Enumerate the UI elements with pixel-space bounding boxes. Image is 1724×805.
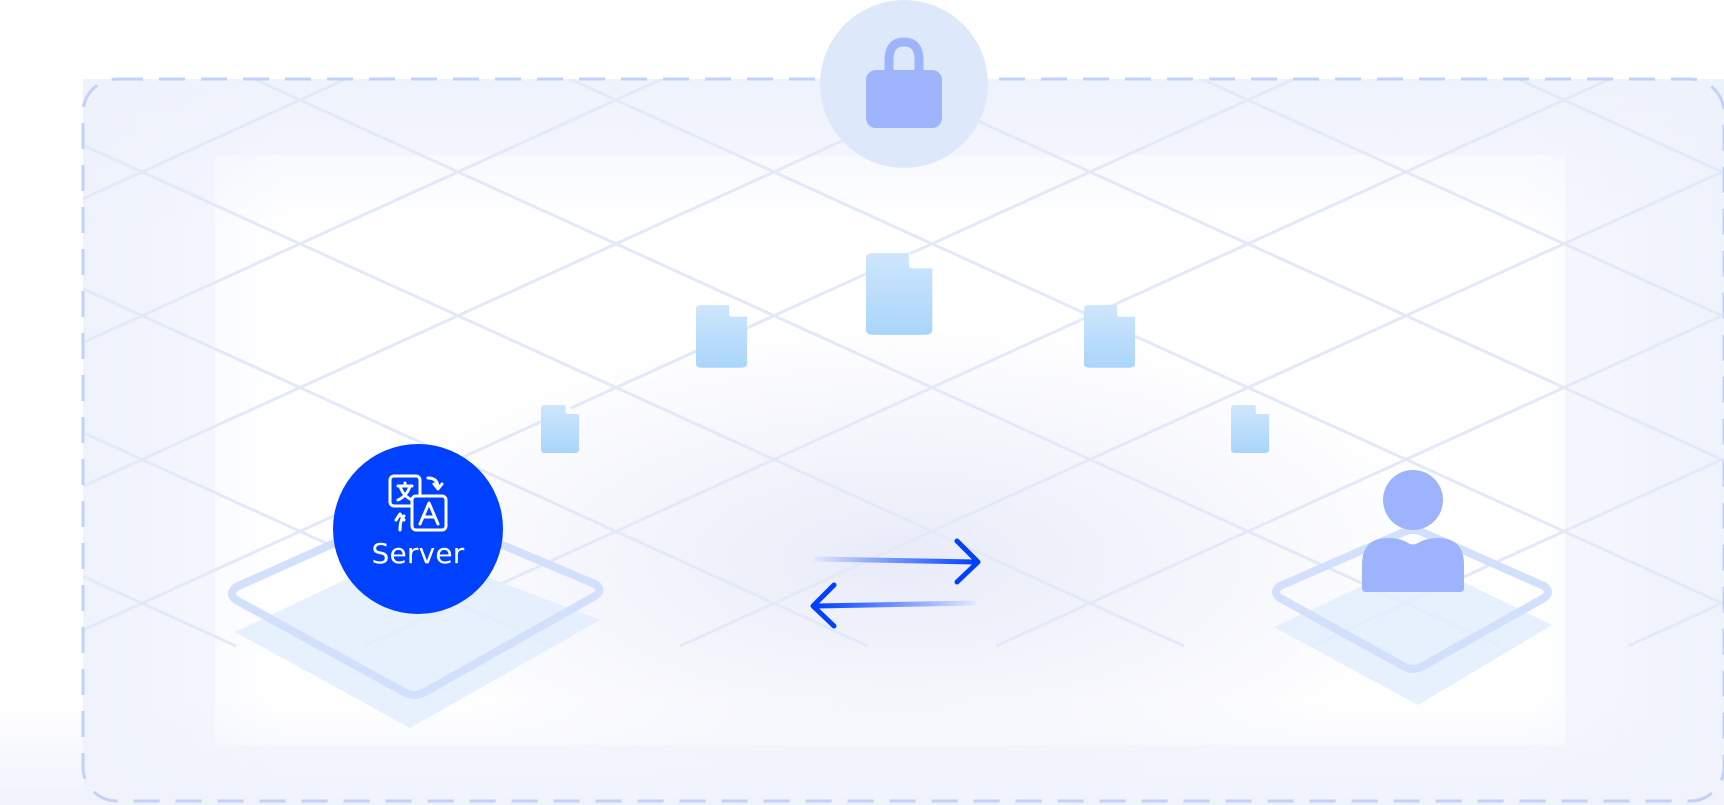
bidirectional-arrows-icon xyxy=(810,538,981,629)
document-icon xyxy=(541,405,580,453)
document-icon xyxy=(696,305,747,368)
grid-line xyxy=(83,79,1724,648)
document-icon xyxy=(866,253,933,335)
grid-line xyxy=(83,79,553,648)
lock-icon xyxy=(866,37,942,128)
grid-line xyxy=(363,79,1724,648)
user-icon xyxy=(1362,470,1464,592)
background-frame xyxy=(0,79,1724,805)
server-node xyxy=(333,444,503,614)
grid-line xyxy=(679,79,1724,648)
translate-icon xyxy=(388,474,448,532)
grid-line xyxy=(995,79,1724,648)
server-label: Server xyxy=(371,537,465,570)
grid-line xyxy=(1311,79,1724,648)
user-platform xyxy=(1272,526,1552,705)
grid-line xyxy=(83,79,1501,648)
document-icon xyxy=(1231,405,1270,453)
dashed-border xyxy=(81,77,1724,803)
security-badge xyxy=(820,0,988,168)
grid-line xyxy=(83,79,1185,648)
document-icon xyxy=(1084,305,1135,368)
